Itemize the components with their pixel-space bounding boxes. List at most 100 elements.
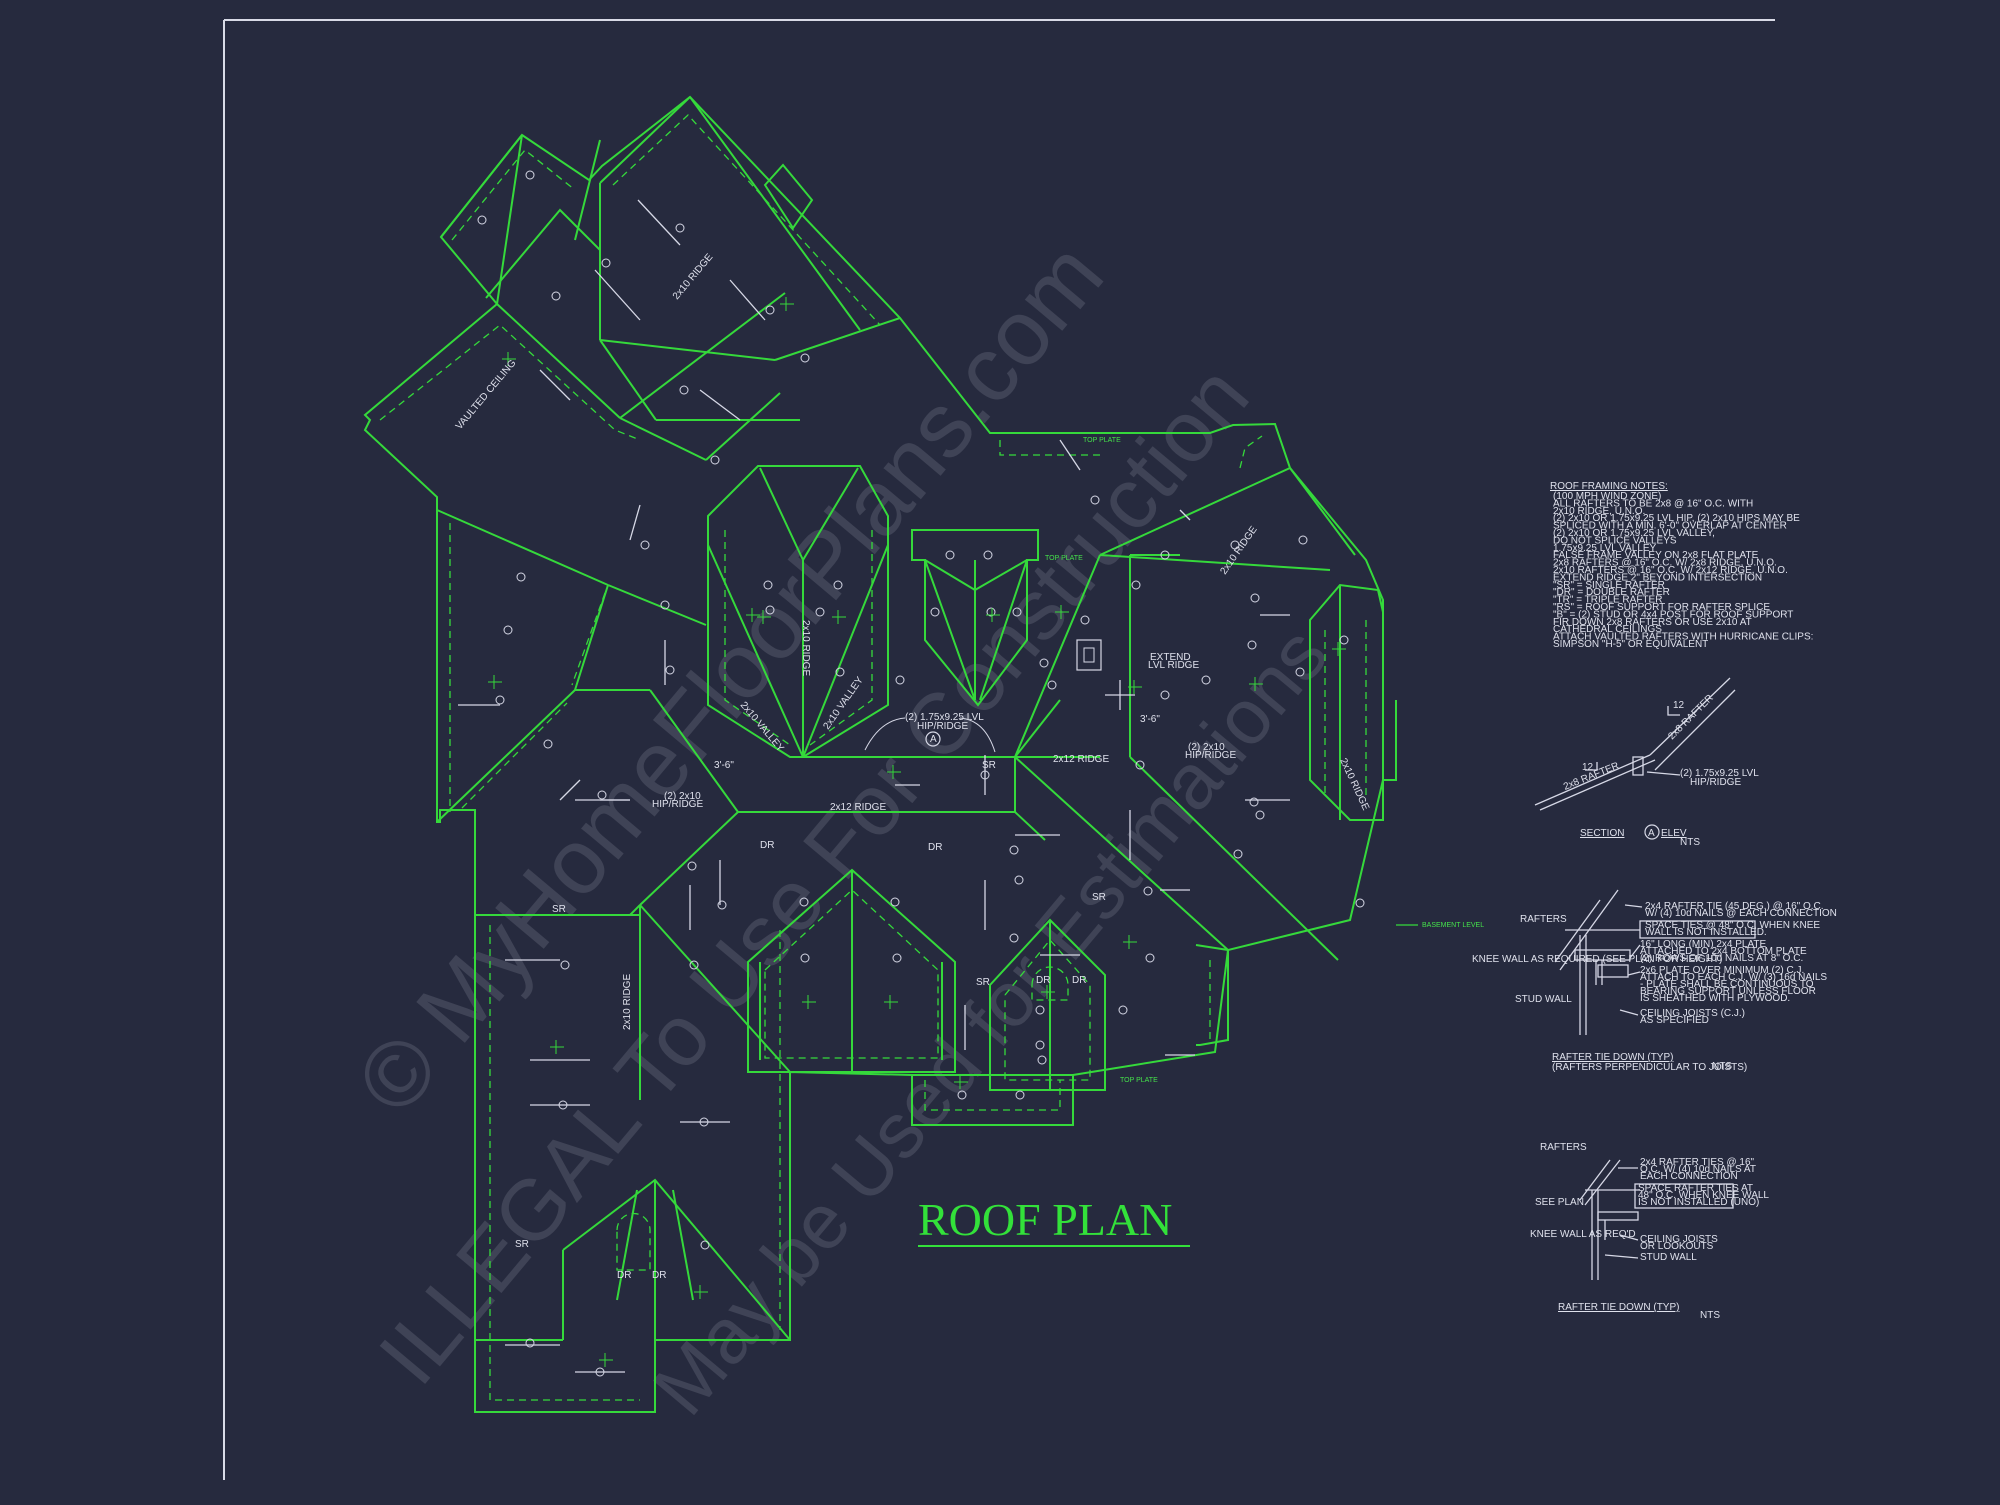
note-line: SPLICED WITH A MIN. 6'-0" OVERLAP AT CEN… — [1553, 521, 1787, 532]
label-sr-west: SR — [552, 904, 566, 915]
detail1-note-13: CEILING JOISTS (C.J.) — [1640, 1008, 1745, 1019]
section-nts: NTS — [1680, 837, 1700, 848]
section-marker-circle — [925, 731, 941, 747]
note-line: SIMPSON "H-5" OR EQUIVALENT — [1553, 639, 1708, 650]
detail1-note-9: ATTACH TO EACH C.J. W/ (3) 16d NAILS — [1640, 972, 1827, 983]
label-ridge-2x10-west: 2x10 RIDGE — [622, 974, 633, 1030]
note-line: "SR" = SINGLE RAFTER — [1553, 580, 1665, 591]
detail1-note-5: 16" LONG (MIN) 2x4 PLATE — [1640, 939, 1767, 950]
roof-wing-east — [1195, 583, 1418, 1046]
label-dim-3-6-west: 3'-6" — [714, 760, 734, 771]
roof-wing-west — [436, 509, 739, 823]
roof-gable-center — [707, 465, 1039, 758]
label-ridge-2x12-east: 2x12 RIDGE — [1053, 754, 1109, 765]
note-line: FALSE FRAME VALLEY ON 2x8 FLAT PLATE — [1553, 550, 1759, 561]
note-line: DO NOT SPLICE VALLEYS — [1553, 535, 1677, 546]
label-ridge-2x10-nw: 2x10 RIDGE — [671, 252, 716, 302]
pitch-symbols — [488, 297, 1346, 1367]
detail2-note-8: OR LOOKOUTS — [1640, 1241, 1714, 1252]
detail1-note-14: AS SPECIFIED — [1640, 1015, 1709, 1026]
note-line: "RS" = ROOF SUPPORT FOR RAFTER SPLICE — [1553, 602, 1770, 613]
detail1-note-6: ATTACHED TO 2x4 BOTTOM PLATE — [1640, 946, 1807, 957]
note-line: EXTEND RIDGE 2" BEYOND INTERSECTION — [1553, 572, 1762, 583]
detail2-note-3: EACH CONNECTION — [1640, 1171, 1738, 1182]
detail1-stud-label: STUD WALL — [1515, 994, 1572, 1005]
rafter-marks — [458, 199, 1290, 1373]
note-line: (100 MPH WIND ZONE) — [1553, 491, 1661, 502]
rafter-callouts — [477, 170, 1365, 1377]
label-hip-ridge-2x10-west: (2) 2x10 — [664, 791, 701, 802]
chimney-box-inner — [1083, 647, 1095, 663]
note-line: 2x10 RAFTERS @ 16" O.C. W/ 2x12 RIDGE, U… — [1553, 565, 1788, 576]
label-basement-level: BASEMENT LEVEL — [1422, 922, 1484, 929]
note-line: 2x10 RIDGE, U.N.O. — [1553, 506, 1645, 517]
roof-wing-southwest — [475, 904, 791, 1412]
label-hip-ridge-2x10-east: (2) 2x10 — [1188, 742, 1225, 753]
detail1-note-10: - PLATE SHALL BE CONTINUOUS TO — [1640, 979, 1814, 990]
detail1-note-11: BEARING SUPPORT UNLESS FLOOR — [1640, 986, 1816, 997]
detail1-note-8: 2x6 PLATE OVER MINIMUM (2) C.J. — [1640, 965, 1804, 976]
label-sr-southwest: SR — [515, 1239, 529, 1250]
roof-wing-northwest — [379, 96, 901, 461]
note-line: "DR" = DOUBLE RAFTER — [1553, 587, 1670, 598]
detail1-rafters-label: RAFTERS — [1520, 914, 1567, 925]
detail1-note-3: SPACE TIES @ 48" O.C. WHEN KNEE — [1645, 920, 1820, 931]
label-sr-south: SR — [976, 977, 990, 988]
detail2-nts: NTS — [1700, 1310, 1720, 1321]
detail2-note-4: SPACE RAFTER TIES AT — [1638, 1183, 1753, 1194]
detail1-note-12: IS SHEATHED WITH PLYWOOD. — [1640, 993, 1790, 1004]
detail1-note-1: 2x4 RAFTER TIE (45 DEG.) @ 16" O.C. — [1645, 901, 1824, 912]
detail1-subtitle: (RAFTERS PERPENDICULAR TO JOISTS) — [1552, 1062, 1747, 1073]
watermark: © MyHomeFloorPlans.com ILLEGAL To Use Fo… — [337, 224, 1344, 1431]
section-pitch-a: 12 — [1582, 762, 1594, 773]
detail2-rafters-label: RAFTERS — [1540, 1142, 1587, 1153]
detail1-nts: NTS — [1712, 1061, 1732, 1072]
section-title-suffix: ELEV — [1661, 828, 1687, 839]
note-line: CATHEDRAL CEILINGS — [1553, 624, 1662, 635]
rafter-tie-detail-1: RAFTERS KNEE WALL AS REQUIRED (SEE PLAN … — [1472, 889, 1837, 1073]
detail2-title: RAFTER TIE DOWN (TYP) — [1558, 1302, 1679, 1313]
label-hip-ridge-east: HIP/RIDGE — [1185, 750, 1236, 761]
detail2-knee-label: KNEE WALL AS REQ'D — [1530, 1229, 1636, 1240]
roof-gable-south — [747, 868, 1106, 1126]
section-title-marker-letter: A — [1648, 828, 1655, 839]
notes-heading: ROOF FRAMING NOTES: — [1550, 481, 1668, 492]
detail1-note-2: W/ (4) 10d NAILS @ EACH CONNECTION — [1645, 908, 1837, 919]
detail2-note-5: 48" O.C. WHEN KNEE WALL — [1638, 1190, 1769, 1201]
detail1-note-4: WALL IS NOT INSTALLED. — [1645, 927, 1767, 938]
rafter-tie-detail-2: RAFTERS SEE PLAN KNEE WALL AS REQ'D 2x4 … — [1530, 1142, 1769, 1321]
note-line: FIR DOWN 2x8 RAFTERS OR USE 2x10 AT — [1553, 617, 1752, 628]
label-dim-3-6-east: 3'-6" — [1140, 714, 1160, 725]
section-pitch-b: 12 — [1673, 700, 1685, 711]
label-sr-center: SR — [982, 760, 996, 771]
detail1-title: RAFTER TIE DOWN (TYP) — [1552, 1052, 1673, 1063]
section-marker-letter: A — [930, 734, 937, 745]
label-ridge-2x10-ne: 2x10 RIDGE — [1218, 524, 1259, 577]
label-lvl-hip-ridge: (2) 1.75x9.25 LVL — [905, 712, 984, 723]
label-ridge-2x12-center: 2x12 RIDGE — [830, 802, 886, 813]
label-dr-south-b: DR — [1072, 975, 1086, 986]
note-line: (2) 2x10 OR 1.75x9.25 LVL HIP, (2) 2x10 … — [1553, 513, 1800, 524]
detail1-note-7: (2) ROWS OF 10d NAILS AT 8" O.C. — [1640, 953, 1803, 964]
section-lvl-label: (2) 1.75x9.25 LVL — [1680, 768, 1759, 779]
detail2-note-2: O.C. W/ (4) 10d NAILS AT — [1640, 1164, 1756, 1175]
label-extend: EXTEND — [1150, 652, 1191, 663]
section-hip-label: HIP/RIDGE — [1690, 777, 1741, 788]
label-top-plate-north: TOP PLATE — [1083, 437, 1121, 444]
sheet-border — [223, 19, 1775, 1480]
detail2-see-plan-label: SEE PLAN — [1535, 1197, 1584, 1208]
label-vaulted-ceiling: VAULTED CEILING — [454, 358, 519, 432]
label-ridge-2x10-gable: 2x10 RIDGE — [800, 620, 811, 676]
note-line: (2) 2x10 OR 1.75x9.25 LVL VALLEY, — [1553, 528, 1715, 539]
note-line: ALL RAFTERS TO BE 2x8 @ 16" O.C. WITH — [1553, 498, 1753, 509]
hip-ridge-leader — [864, 717, 996, 753]
detail2-note-6: IS NOT INSTALLED (UNO) — [1638, 1197, 1759, 1208]
notes-list: (100 MPH WIND ZONE)ALL RAFTERS TO BE 2x8… — [1553, 491, 1813, 650]
label-dr-southwest-b: DR — [652, 1270, 666, 1281]
detail1-knee-label: KNEE WALL AS REQUIRED (SEE PLAN FOR HEIG… — [1472, 954, 1722, 965]
chimney-box — [1076, 639, 1102, 671]
label-hip-ridge-west: HIP/RIDGE — [652, 799, 703, 810]
label-top-plate: TOP PLATE — [1120, 1077, 1158, 1084]
